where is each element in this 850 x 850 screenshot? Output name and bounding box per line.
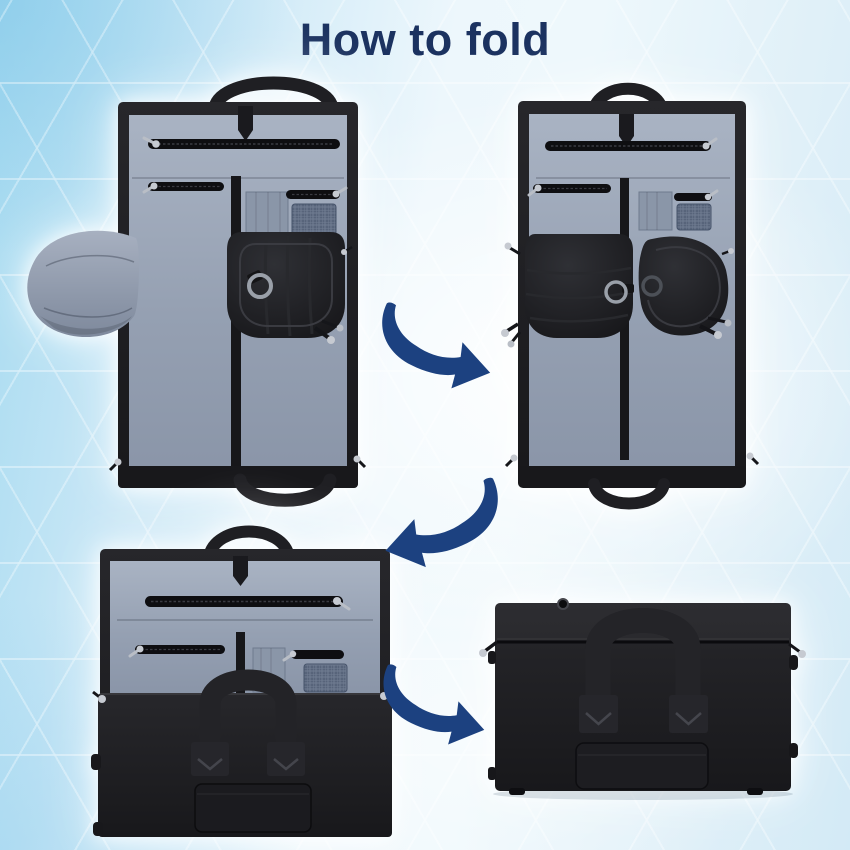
- step-3-garment-bag-half-folded-photo: [91, 525, 394, 837]
- pocket-zipper: [286, 190, 340, 199]
- left-zipper: [527, 184, 611, 197]
- right-organizer: [638, 189, 719, 231]
- flap-pocket: [194, 783, 312, 833]
- top-handle: [208, 76, 339, 114]
- side-tabs: [488, 651, 798, 795]
- hanging-tab: [233, 556, 248, 586]
- pocket-zipper: [674, 193, 712, 201]
- bottom-handle: [588, 478, 670, 510]
- bottom-handle: [233, 473, 337, 507]
- right-organizer: [245, 186, 348, 237]
- shoulder-flap: [27, 230, 139, 338]
- snap-button-icon: [557, 598, 569, 610]
- corner-zipper-pulls: [504, 452, 760, 468]
- folded-flap-pouch: [638, 236, 734, 339]
- accessory-pouch: [525, 234, 634, 338]
- d-ring-icon: [604, 280, 628, 304]
- step-2-garment-bag-flap-folded-photo: [501, 82, 760, 510]
- top-zipper: [142, 136, 340, 149]
- long-zipper: [145, 596, 351, 611]
- carry-handle: [191, 669, 305, 776]
- fold-arrow-2-icon: [385, 477, 498, 568]
- flap-pocket: [575, 742, 709, 790]
- side-tab: [91, 754, 101, 770]
- step-1-garment-bag-open-photo: [27, 76, 367, 507]
- folded-front-panel: [92, 687, 394, 837]
- left-zipper: [142, 182, 224, 194]
- corner-zipper-pulls: [108, 455, 367, 472]
- step-4-folded-bag-photo: [479, 598, 806, 800]
- edge-zipper-pulls: [501, 242, 522, 348]
- top-zipper: [545, 137, 718, 151]
- handle-patch: [267, 742, 305, 776]
- bottom-trim: [518, 466, 746, 486]
- handle-patch: [191, 742, 229, 776]
- center-divider: [236, 632, 245, 694]
- carry-handle: [579, 608, 708, 733]
- bag-body: [479, 598, 806, 791]
- mesh-pocket: [303, 663, 348, 693]
- top-handle: [203, 525, 295, 563]
- center-divider-lower: [620, 340, 629, 460]
- mesh-pocket: [291, 203, 337, 237]
- d-ring-icon: [247, 273, 273, 299]
- left-zipper: [128, 645, 225, 658]
- handle-patch: [669, 695, 708, 733]
- hanging-tab: [619, 114, 634, 147]
- page-title: How to fold: [299, 14, 551, 65]
- fold-arrow-3-icon: [383, 664, 485, 745]
- hanging-tab: [238, 106, 253, 141]
- side-tab: [93, 822, 103, 836]
- handle-patch: [579, 695, 618, 733]
- fold-arrow-1-icon: [382, 302, 491, 389]
- accessory-pouch: [227, 232, 353, 344]
- mesh-pocket: [676, 203, 712, 231]
- pocket-zipper: [291, 650, 344, 659]
